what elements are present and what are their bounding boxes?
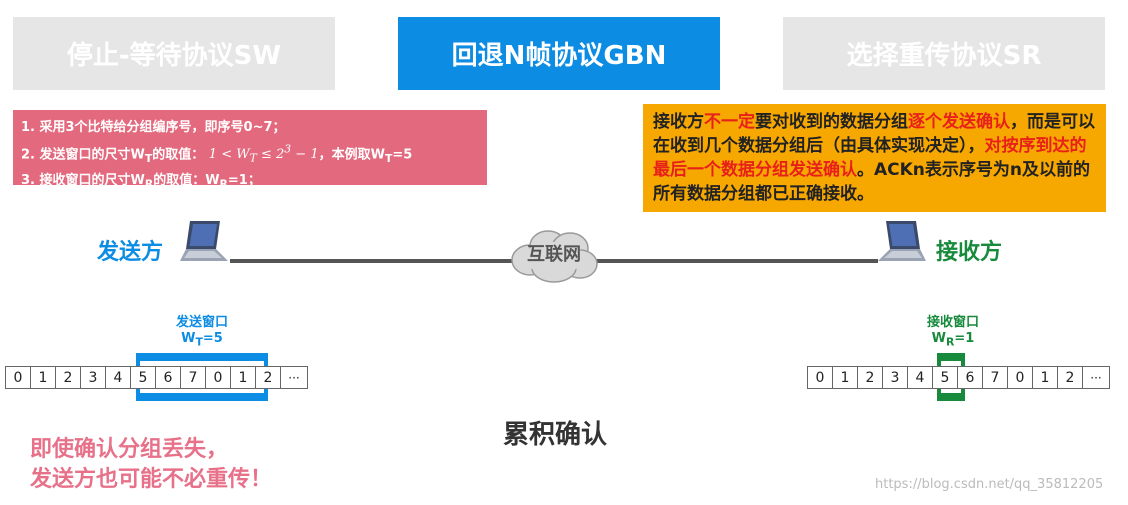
rule-line-2: 2. 发送窗口的尺寸WT的取值： 1 < WT ≤ 23 − 1，本例取WT=5: [21, 143, 413, 165]
recv-window-size: WR=1: [931, 331, 975, 349]
rules-box: 1. 采用3个比特给分组编序号，即序号0~7； 2. 发送窗口的尺寸WT的取值：…: [13, 110, 487, 191]
seq-cell: 1: [230, 366, 256, 389]
seq-ellipsis: ···: [1082, 366, 1110, 389]
seq-ellipsis: ···: [280, 366, 308, 389]
cumulative-ack-note: 接收方不一定要对收到的数据分组逐个发送确认，而是可以在收到几个数据分组后（由具体…: [643, 104, 1106, 212]
tab-stop-and-wait[interactable]: 停止-等待协议SW: [13, 17, 335, 90]
seq-cell: 4: [105, 366, 131, 389]
tab-selective-repeat[interactable]: 选择重传协议SR: [783, 17, 1105, 90]
receiver-sequence: 0 1 2 3 4 5 6 7 0 1 2 ···: [807, 366, 1110, 389]
recv-window-title: 接收窗口: [926, 315, 979, 330]
window-formula: 1 < WT ≤ 23 − 1: [208, 143, 319, 165]
recv-window-frame: [937, 393, 965, 401]
seq-cell: 2: [55, 366, 81, 389]
seq-cell: 0: [205, 366, 231, 389]
internet-label: 互联网: [527, 244, 581, 265]
seq-cell: 3: [80, 366, 106, 389]
send-window-frame: [136, 393, 268, 401]
tab-label: 停止-等待协议SW: [66, 41, 282, 71]
seq-cell: 2: [255, 366, 281, 389]
seq-cell: 6: [957, 366, 983, 389]
send-window-title: 发送窗口: [175, 315, 228, 330]
seq-cell: 1: [1032, 366, 1058, 389]
seq-cell: 7: [982, 366, 1008, 389]
seq-cell: 6: [155, 366, 181, 389]
seq-cell: 7: [180, 366, 206, 389]
tab-label: 选择重传协议SR: [846, 41, 1042, 71]
laptop-icon: [878, 221, 926, 261]
sender-label: 发送方: [97, 240, 164, 265]
seq-cell: 0: [807, 366, 833, 389]
seq-cell: 2: [1057, 366, 1083, 389]
seq-cell: 5: [932, 366, 958, 389]
tab-label: 回退N帧协议GBN: [451, 41, 667, 71]
send-window-frame: [136, 353, 268, 361]
rule-line-3: 3. 接收窗口的尺寸WR的取值：WR=1；: [21, 172, 261, 191]
receiver-label: 接收方: [936, 240, 1003, 265]
laptop-icon: [180, 221, 228, 261]
seq-cell: 4: [907, 366, 933, 389]
watermark: https://blog.csdn.net/qq_35812205: [875, 477, 1104, 492]
seq-cell: 1: [30, 366, 56, 389]
seq-cell: 2: [857, 366, 883, 389]
seq-cell: 5: [130, 366, 156, 389]
seq-cell: 0: [5, 366, 31, 389]
seq-cell: 1: [832, 366, 858, 389]
cloud-icon: [511, 230, 598, 283]
cumulative-ack-title: 累积确认: [502, 420, 607, 450]
tab-go-back-n[interactable]: 回退N帧协议GBN: [398, 17, 720, 90]
recv-window-frame: [937, 353, 965, 361]
send-window-size: WT=5: [181, 331, 223, 349]
rule-line-1: 1. 采用3个比特给分组编序号，即序号0~7；: [21, 120, 286, 135]
seq-cell: 3: [882, 366, 908, 389]
sender-sequence: 0 1 2 3 4 5 6 7 0 1 2 ···: [5, 366, 308, 389]
seq-cell: 0: [1007, 366, 1033, 389]
lost-ack-note: 即使确认分组丢失， 发送方也可能不必重传！: [30, 437, 273, 492]
